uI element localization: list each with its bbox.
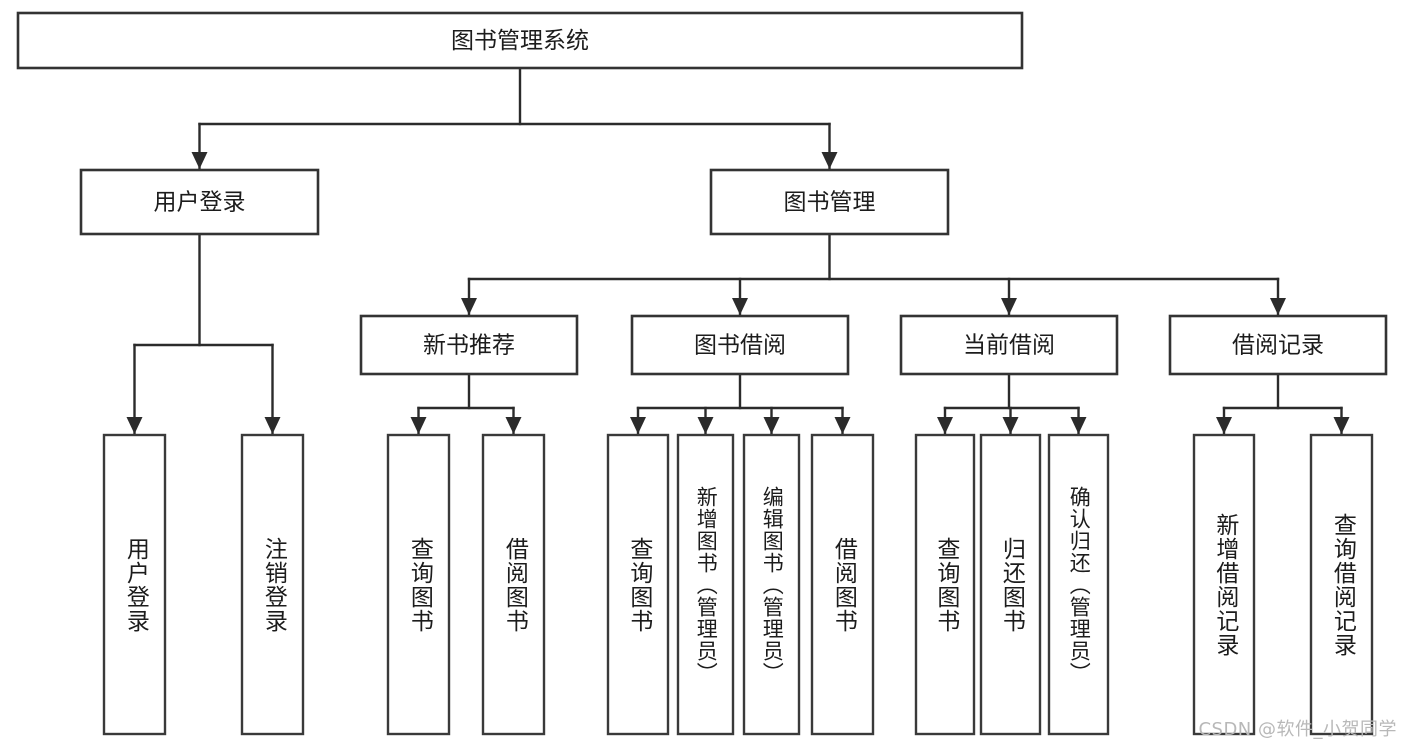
arrow-head-icon bbox=[1216, 417, 1232, 434]
node-box-book-manage[interactable] bbox=[709, 168, 950, 236]
node-label-new-book-rec: 新书推荐 bbox=[423, 333, 515, 359]
watermark-text: CSDN @软件_小贺同学 bbox=[1198, 719, 1397, 740]
node-label-book-manage: 图书管理 bbox=[784, 190, 876, 216]
arrow-head-icon bbox=[697, 417, 714, 434]
arrow-head-icon bbox=[191, 152, 208, 169]
arrow-head-icon bbox=[821, 152, 838, 169]
arrow-head-icon bbox=[505, 417, 522, 434]
arrow-head-icon bbox=[732, 298, 748, 315]
leaf-box-leaf-borrow-book-rec[interactable] bbox=[481, 433, 546, 736]
arrow-head-icon bbox=[410, 417, 427, 434]
arrow-head-icon bbox=[461, 298, 477, 315]
leaf-box-leaf-add-book-admin[interactable] bbox=[676, 433, 735, 736]
arrow-head-icon bbox=[1070, 417, 1087, 434]
node-box-user-login[interactable] bbox=[79, 168, 320, 236]
leaf-box-leaf-user-logout[interactable] bbox=[240, 433, 305, 736]
arrow-head-icon bbox=[834, 417, 851, 434]
node-box-book-borrow[interactable] bbox=[630, 314, 850, 376]
node-box-new-book-rec[interactable] bbox=[359, 314, 579, 376]
leaf-box-leaf-user-login[interactable] bbox=[102, 433, 167, 736]
leaf-box-leaf-edit-book-admin[interactable] bbox=[742, 433, 801, 736]
arrow-head-icon bbox=[264, 417, 281, 434]
node-box-root[interactable] bbox=[16, 11, 1024, 70]
leaf-box-leaf-query-borrow-record[interactable] bbox=[1309, 433, 1374, 736]
leaf-box-leaf-query-book-borrow[interactable] bbox=[606, 433, 670, 736]
arrow-head-icon bbox=[763, 417, 780, 434]
node-box-borrow-record[interactable] bbox=[1168, 314, 1388, 376]
node-box-current-borrow[interactable] bbox=[899, 314, 1119, 376]
leaf-box-leaf-add-borrow-record[interactable] bbox=[1192, 433, 1256, 736]
arrow-head-icon bbox=[630, 417, 646, 434]
arrow-head-icon bbox=[1270, 298, 1286, 315]
arrow-head-icon bbox=[1001, 298, 1017, 315]
leaf-box-leaf-query-book-current[interactable] bbox=[914, 433, 976, 736]
node-label-current-borrow: 当前借阅 bbox=[963, 333, 1055, 359]
node-label-book-borrow: 图书借阅 bbox=[694, 333, 786, 359]
arrow-head-icon bbox=[1002, 417, 1019, 434]
node-label-borrow-record: 借阅记录 bbox=[1232, 333, 1324, 359]
arrow-head-icon bbox=[1333, 417, 1350, 434]
connector-layer bbox=[126, 66, 1350, 435]
leaf-box-leaf-confirm-return-admin[interactable] bbox=[1047, 433, 1110, 736]
leaf-box-leaf-query-book-rec[interactable] bbox=[386, 433, 451, 736]
arrow-head-icon bbox=[937, 417, 953, 434]
node-label-root: 图书管理系统 bbox=[451, 28, 589, 54]
arrow-head-icon bbox=[126, 417, 143, 434]
node-label-user-login: 用户登录 bbox=[154, 190, 246, 216]
leaf-box-leaf-return-book[interactable] bbox=[979, 433, 1042, 736]
leaf-box-leaf-borrow-book[interactable] bbox=[810, 433, 875, 736]
